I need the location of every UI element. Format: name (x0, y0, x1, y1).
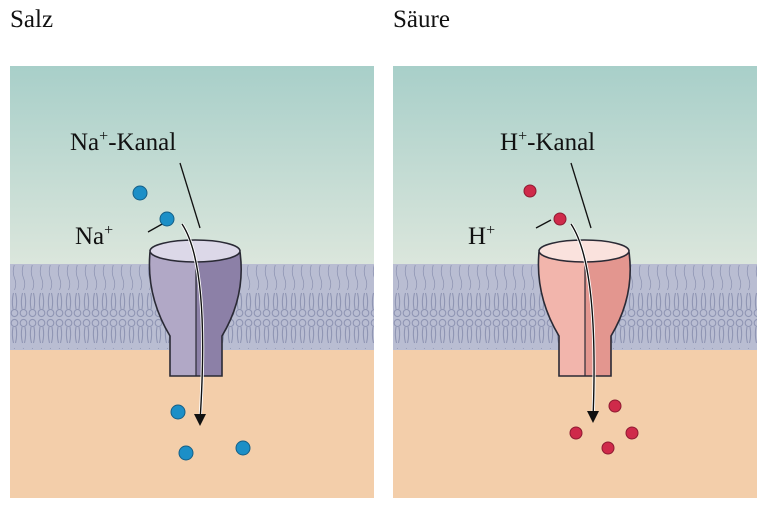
ion-leader-line (147, 222, 165, 233)
ion-flow-arrow (181, 223, 204, 422)
extracellular-space (10, 66, 374, 264)
na-ion (235, 440, 251, 456)
h-ion (625, 426, 639, 440)
panel-title-salz: Salz (10, 6, 54, 33)
h-ion (553, 212, 567, 226)
h-ion (601, 441, 615, 455)
ion-leader-line (535, 219, 552, 229)
arrowhead-icon (194, 414, 206, 426)
na-ion (159, 211, 175, 227)
na-ion (178, 445, 194, 461)
channel-leader-line (570, 162, 592, 229)
h-ion (608, 399, 622, 413)
ion-label: Na+ (75, 222, 113, 250)
channel-right-half (585, 252, 631, 376)
panel-salz: Na+-Kanal Na+ (10, 66, 374, 498)
na-channel (148, 239, 242, 377)
channel-label: H+-Kanal (500, 128, 595, 156)
na-ion (132, 185, 148, 201)
h-ion (569, 426, 583, 440)
h-ion (523, 184, 537, 198)
panel-title-saeure: Säure (393, 6, 450, 33)
ion-label: H+ (468, 222, 495, 250)
channel-right-half (196, 252, 242, 376)
ion-flow-arrow (570, 223, 595, 419)
ions (523, 184, 639, 455)
channel-left-half (538, 252, 585, 376)
arrowhead-icon (587, 411, 599, 423)
channel-label: Na+-Kanal (70, 128, 176, 156)
channel-leader-line (179, 162, 201, 229)
panel-saeure: H+-Kanal H+ (393, 66, 757, 498)
na-ion (170, 404, 186, 420)
channel-left-half (149, 252, 196, 376)
h-channel (537, 239, 631, 377)
ions (132, 185, 251, 461)
channel-pore (150, 240, 240, 262)
